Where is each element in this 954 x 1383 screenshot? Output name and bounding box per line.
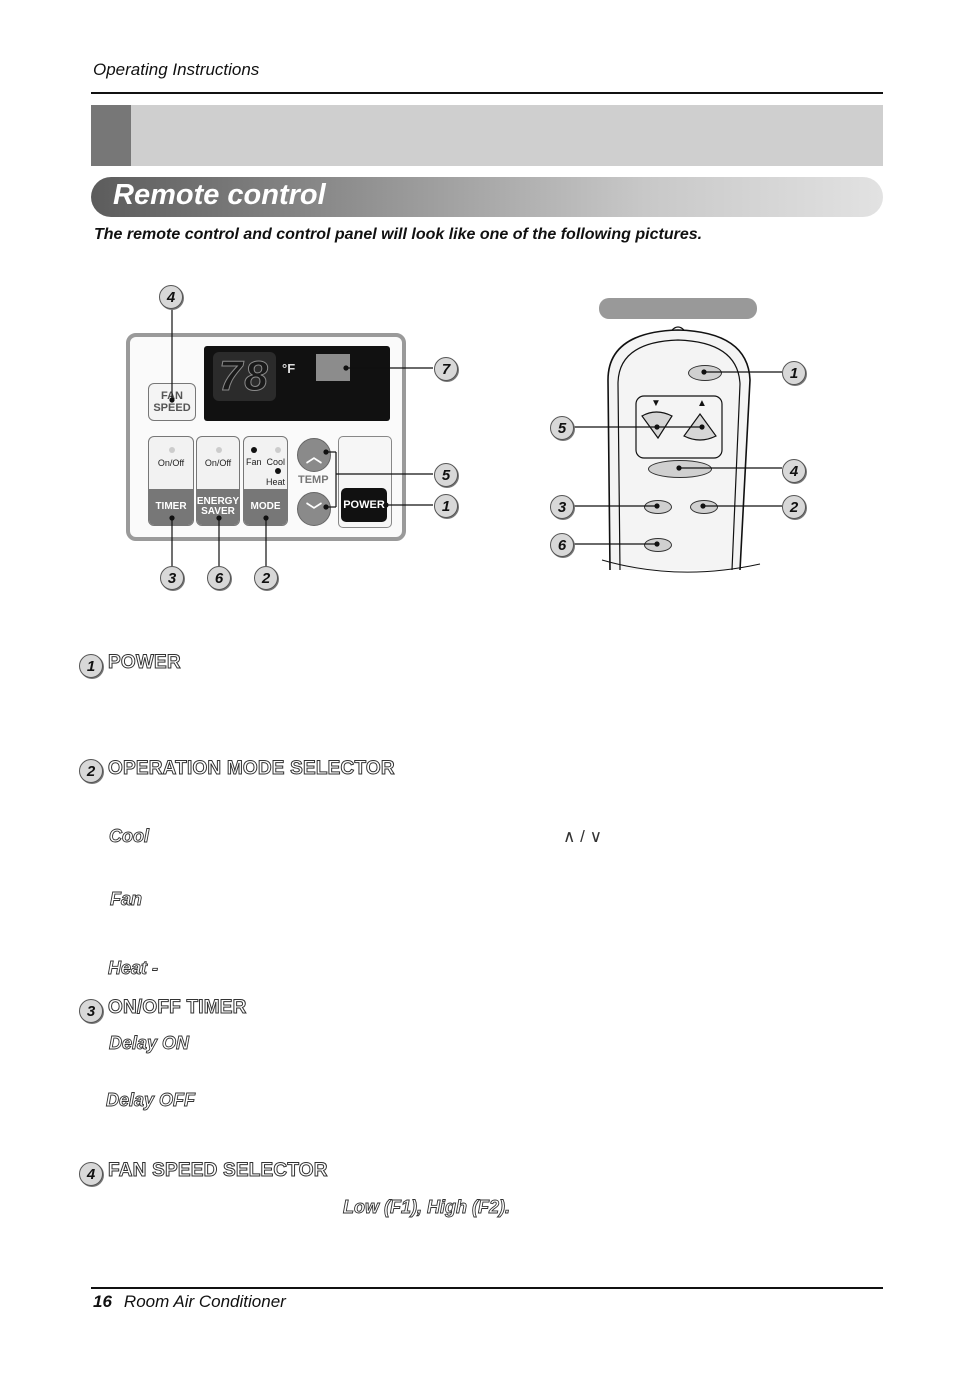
- energy-saver-state: On/Off: [204, 458, 232, 468]
- item-1-title: POWER: [108, 652, 182, 674]
- remote-callout-1: 1: [782, 361, 806, 385]
- section-heading: Remote control: [91, 177, 883, 217]
- remote-callout-2: 2: [782, 495, 806, 519]
- delay-on-heading: Delay ON: [109, 1033, 190, 1054]
- timer-state: On/Off: [157, 458, 185, 468]
- remote-label-bar: [599, 298, 757, 319]
- panel-callout-6: 6: [207, 566, 231, 590]
- temp-up-button[interactable]: ︿: [297, 438, 331, 472]
- intro-text: The remote control and control panel wil…: [94, 226, 703, 243]
- mode-heat-heading: Heat -: [108, 958, 159, 979]
- item-2-number: 2: [79, 759, 103, 783]
- page-number: 16: [93, 1292, 112, 1311]
- item-3-number: 3: [79, 999, 103, 1023]
- panel-callout-3: 3: [160, 566, 184, 590]
- remote-callout-5: 5: [550, 416, 574, 440]
- item-1-number: 1: [79, 654, 103, 678]
- panel-callout-5: 5: [434, 463, 458, 487]
- delay-off-heading: Delay OFF: [106, 1090, 196, 1111]
- energy-saver-label-1: ENERGY: [196, 496, 240, 507]
- fan-speed-values: Low (F1), High (F2).: [343, 1197, 511, 1218]
- chapter-banner: [91, 105, 883, 166]
- unit-label: °F: [282, 361, 296, 376]
- remote-callout-4: 4: [782, 459, 806, 483]
- down-arrow-icon: ▼: [651, 398, 661, 409]
- panel-callout-lines: [169, 307, 433, 566]
- mode-button[interactable]: Fan Cool Heat MODE: [243, 436, 288, 526]
- item-4-title: FAN SPEED SELECTOR: [108, 1160, 328, 1182]
- energy-saver-label-2: SAVER: [201, 506, 235, 517]
- mode-cool-option: Cool: [266, 457, 285, 467]
- up-arrow-icon: ▲: [697, 398, 707, 409]
- panel-callout-7: 7: [434, 357, 458, 381]
- panel-callout-4: 4: [159, 285, 183, 309]
- panel-callout-1: 1: [434, 494, 458, 518]
- mode-fan-option: Fan: [246, 457, 262, 467]
- mode-fan-heading: Fan: [110, 889, 143, 910]
- footer-title: Room Air Conditioner: [123, 1292, 286, 1311]
- chevron-up-icon: ︿: [305, 449, 322, 466]
- footer: 16 Room Air Conditioner: [93, 1292, 286, 1312]
- chevron-down-icon: ﹀: [305, 503, 322, 520]
- item-3-title: ON/OFF TIMER: [108, 997, 247, 1019]
- remote-callout-3: 3: [550, 495, 574, 519]
- item-4-number: 4: [79, 1162, 103, 1186]
- remote-callout-6: 6: [550, 533, 574, 557]
- digit-window: [213, 352, 276, 401]
- temp-label: TEMP: [298, 474, 329, 486]
- power-button[interactable]: POWER: [341, 488, 387, 522]
- section-title: Remote control: [113, 179, 326, 211]
- mode-cool-heading: Cool: [109, 826, 150, 847]
- item-2-title: OPERATION MODE SELECTOR: [108, 758, 396, 780]
- mode-heat-option: Heat: [265, 477, 285, 487]
- timer-button[interactable]: On/Off TIMER: [148, 436, 194, 526]
- header-section-title: Operating Instructions: [93, 60, 260, 79]
- temp-arrows-text: ∧ / ∨: [563, 827, 603, 846]
- temperature-digits: 78: [219, 352, 270, 400]
- panel-callout-2: 2: [254, 566, 278, 590]
- remote-callout-lines: [573, 369, 782, 547]
- energy-saver-button[interactable]: On/Off ENERGY SAVER: [196, 436, 240, 526]
- fan-speed-label-2: SPEED: [153, 402, 191, 414]
- footer-rule: [91, 1287, 883, 1289]
- header-rule: [91, 92, 883, 94]
